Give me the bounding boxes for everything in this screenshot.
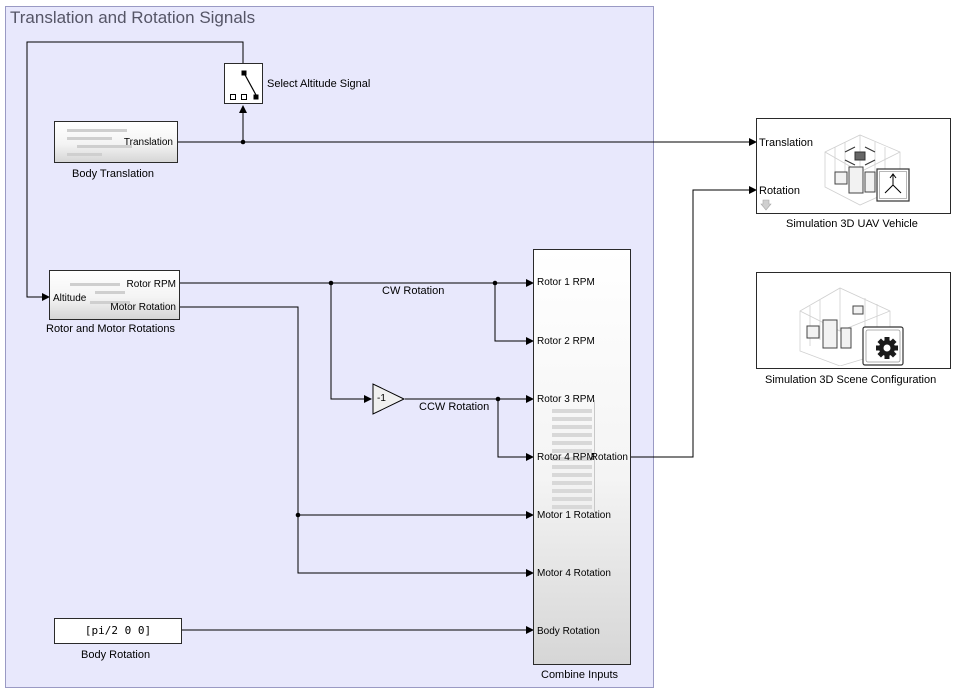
wire-altitude-feedback — [26, 41, 244, 301]
combine-in-port-2: Rotor 2 RPM — [537, 336, 595, 347]
signal-cw-label: CW Rotation — [382, 285, 445, 297]
uav-in-port-1: Translation — [759, 137, 814, 149]
rotor-motor-in-port: Altitude — [53, 293, 87, 304]
rotor-motor-out-port-1: Rotor RPM — [126, 279, 176, 290]
down-arrow-icon — [760, 199, 772, 211]
body-translation-label: Body Translation — [72, 168, 154, 180]
uav-in-port-2: Rotation — [759, 185, 800, 197]
rotor-motor-out-port-2: Motor Rotation — [110, 302, 176, 313]
wire-to-gain — [330, 283, 372, 403]
combine-in-port-7: Body Rotation — [537, 626, 600, 637]
junction-motor — [295, 512, 301, 518]
combine-inputs-label: Combine Inputs — [541, 669, 619, 681]
combine-in-port-4: Rotor 4 RPM — [537, 452, 595, 463]
uav-vehicle-block[interactable]: Translation Rotation — [756, 118, 951, 214]
rotor-motor-label: Rotor and Motor Rotations — [46, 323, 176, 335]
scene-config-label: Simulation 3D Scene Configuration — [765, 374, 937, 386]
select-altitude-switch[interactable] — [224, 63, 263, 104]
select-altitude-label: Select Altitude Signal — [267, 78, 371, 90]
wire-rotor2 — [494, 283, 534, 345]
gain-block-shape — [372, 383, 406, 415]
combine-in-port-1: Rotor 1 RPM — [537, 277, 595, 288]
gear-icon — [876, 337, 898, 359]
body-rotation-constant[interactable]: [pi/2 0 0] — [54, 618, 182, 644]
combine-out-port: Rotation — [590, 452, 628, 463]
combine-in-port-3: Rotor 3 RPM — [537, 394, 595, 405]
junction-ccw — [495, 396, 501, 402]
subsystem-title: Translation and Rotation Signals — [10, 8, 256, 27]
signal-ccw-label: CCW Rotation — [419, 401, 490, 413]
uav-vehicle-label: Simulation 3D UAV Vehicle — [786, 218, 918, 230]
junction-rotor-a — [328, 280, 334, 286]
uav-scene-icon — [824, 134, 910, 206]
combine-in-port-5: Motor 1 Rotation — [537, 510, 611, 521]
scene-config-block[interactable] — [756, 272, 951, 369]
wire-motor-rotation — [180, 306, 534, 577]
body-translation-out-port: Translation — [123, 137, 173, 148]
wire-rotation — [631, 186, 757, 458]
switch-icon — [230, 70, 259, 100]
body-rotation-label: Body Rotation — [81, 649, 151, 661]
rotor-motor-block[interactable]: Altitude Rotor RPM Motor Rotation — [49, 270, 180, 320]
combine-in-port-6: Motor 4 Rotation — [537, 568, 611, 579]
body-rotation-value: [pi/2 0 0] — [84, 624, 152, 637]
gain-value[interactable]: -1 — [377, 393, 386, 404]
junction-translation — [240, 139, 246, 145]
wire-rotor4 — [497, 399, 534, 461]
junction-rotor-b — [492, 280, 498, 286]
combine-inputs-block[interactable]: Rotor 1 RPM Rotor 2 RPM Rotor 3 RPM Roto… — [533, 249, 631, 665]
body-translation-block[interactable]: Translation — [54, 121, 178, 163]
